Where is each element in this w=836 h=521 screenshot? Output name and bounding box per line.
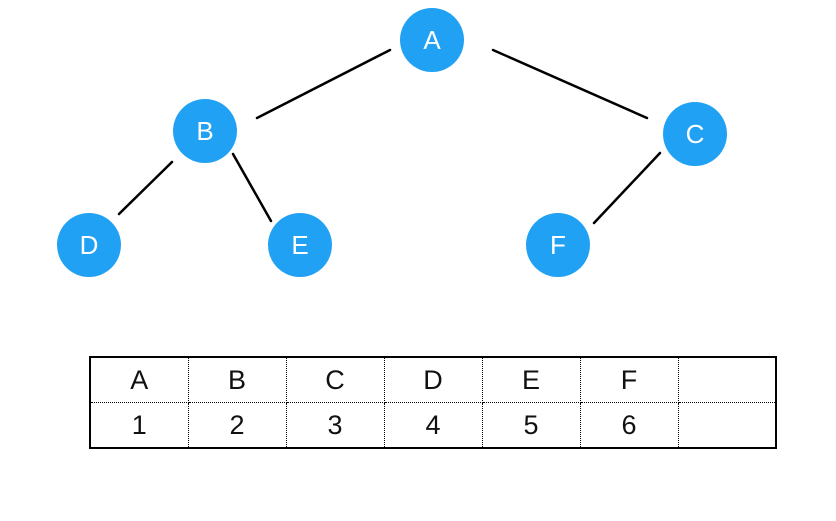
- tree-node-B[interactable]: B: [173, 99, 237, 163]
- table-value-cell: 6: [579, 402, 679, 449]
- table-header-cell: E: [481, 356, 581, 403]
- table-value-cell: [677, 402, 777, 449]
- table-header-cell: C: [285, 356, 385, 403]
- table-header-cell: A: [89, 356, 189, 403]
- tree-edge-B-E: [231, 152, 273, 223]
- tree-edge-B-D: [117, 160, 174, 216]
- table-header-cell: D: [383, 356, 483, 403]
- tree-edge-A-C: [491, 48, 649, 120]
- table-header-cell: B: [187, 356, 287, 403]
- table-value-cell: 3: [285, 402, 385, 449]
- table-value-cell: 1: [89, 402, 189, 449]
- table-header-cell: [677, 356, 777, 403]
- tree-node-F[interactable]: F: [526, 213, 590, 277]
- table-value-cell: 2: [187, 402, 287, 449]
- tree-node-A[interactable]: A: [400, 8, 464, 72]
- tree-node-E[interactable]: E: [268, 213, 332, 277]
- tree-node-C[interactable]: C: [663, 102, 727, 166]
- tree-edge-A-B: [255, 48, 392, 120]
- tree-node-D[interactable]: D: [57, 213, 121, 277]
- table-value-cell: 5: [481, 402, 581, 449]
- table-value-cell: 4: [383, 402, 483, 449]
- tree-edge-C-F: [592, 151, 662, 225]
- table-header-cell: F: [579, 356, 679, 403]
